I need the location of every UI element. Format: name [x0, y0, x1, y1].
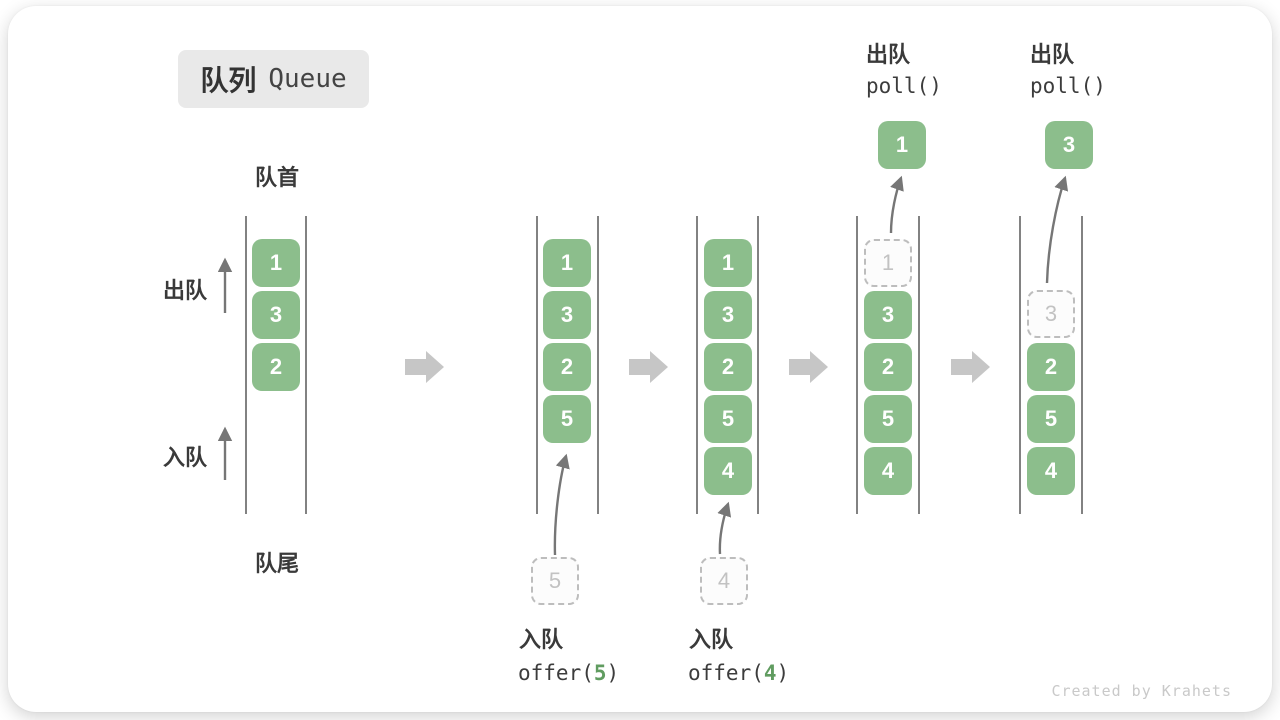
code-suffix: ): [606, 661, 620, 685]
dequeue-curve-arrow-poll3: [1045, 175, 1069, 284]
queue-item: 1: [252, 239, 300, 287]
enqueue-curve-arrow-offer5: [553, 453, 570, 556]
queue-item: 3: [704, 291, 752, 339]
queue-item: 3: [252, 291, 300, 339]
code-suffix: ): [776, 661, 790, 685]
title-chinese: 队列: [200, 65, 257, 96]
queue-item: 3: [543, 291, 591, 339]
arrows-and-lines-layer: [217, 175, 1083, 556]
code-prefix: offer(: [688, 661, 764, 685]
queue-item: 2: [1027, 343, 1075, 391]
queue-item: 2: [864, 343, 912, 391]
label-dequeue-action: 出队: [866, 42, 911, 67]
queue-item: 5: [704, 395, 752, 443]
diagram-card: 队列 Queue 队首 队尾 出队 入队 1 3 2 1 3 2 5 5 入队 …: [8, 6, 1272, 712]
enqueue-curve-arrow-offer4: [717, 501, 732, 555]
label-dequeue-side: 出队: [163, 278, 208, 303]
queue-channel-5: [1019, 216, 1083, 514]
queue-channel-2: [536, 216, 599, 514]
queue-item: 5: [864, 395, 912, 443]
state-transition-arrow-4: [951, 351, 990, 383]
state-transition-arrow-3: [789, 351, 828, 383]
queue-item: 2: [704, 343, 752, 391]
queue-channel-3: [696, 216, 759, 514]
queue-item: 1: [543, 239, 591, 287]
queue-item: 1: [704, 239, 752, 287]
code-offer4: offer(4): [688, 661, 789, 685]
queue-item: 4: [1027, 447, 1075, 495]
code-arg: 4: [763, 661, 777, 685]
title-english: Queue: [268, 64, 347, 94]
dequeued-item: 3: [1045, 121, 1093, 169]
removed-item-ghost: 3: [1027, 290, 1075, 338]
queue-item: 4: [864, 447, 912, 495]
queue-channel-4: [856, 216, 920, 514]
removed-item-ghost: 1: [864, 239, 912, 287]
code-offer5: offer(5): [518, 661, 619, 685]
label-queue-rear: 队尾: [255, 551, 300, 576]
watermark: Created by Krahets: [1051, 682, 1232, 700]
queue-channel-1: [245, 216, 307, 514]
code-prefix: offer(: [518, 661, 594, 685]
state-transition-arrow-2: [629, 351, 668, 383]
dequeue-curve-arrow-poll1: [889, 175, 904, 234]
code-arg: 5: [593, 661, 607, 685]
label-enqueue-side: 入队: [163, 445, 208, 470]
label-enqueue-action: 入队: [519, 627, 564, 652]
queue-item: 4: [704, 447, 752, 495]
title-box: 队列 Queue: [178, 50, 369, 108]
code-poll: poll(): [1030, 74, 1106, 98]
queue-item: 5: [543, 395, 591, 443]
code-poll: poll(): [866, 74, 942, 98]
dequeued-item: 1: [878, 121, 926, 169]
state-transition-arrow-1: [405, 351, 444, 383]
incoming-item-ghost: 4: [700, 557, 748, 605]
incoming-item-ghost: 5: [531, 557, 579, 605]
label-dequeue-action: 出队: [1030, 42, 1075, 67]
queue-item: 5: [1027, 395, 1075, 443]
label-queue-front: 队首: [255, 165, 300, 190]
queue-item: 3: [864, 291, 912, 339]
queue-item: 2: [252, 343, 300, 391]
label-enqueue-action: 入队: [689, 627, 734, 652]
queue-item: 2: [543, 343, 591, 391]
